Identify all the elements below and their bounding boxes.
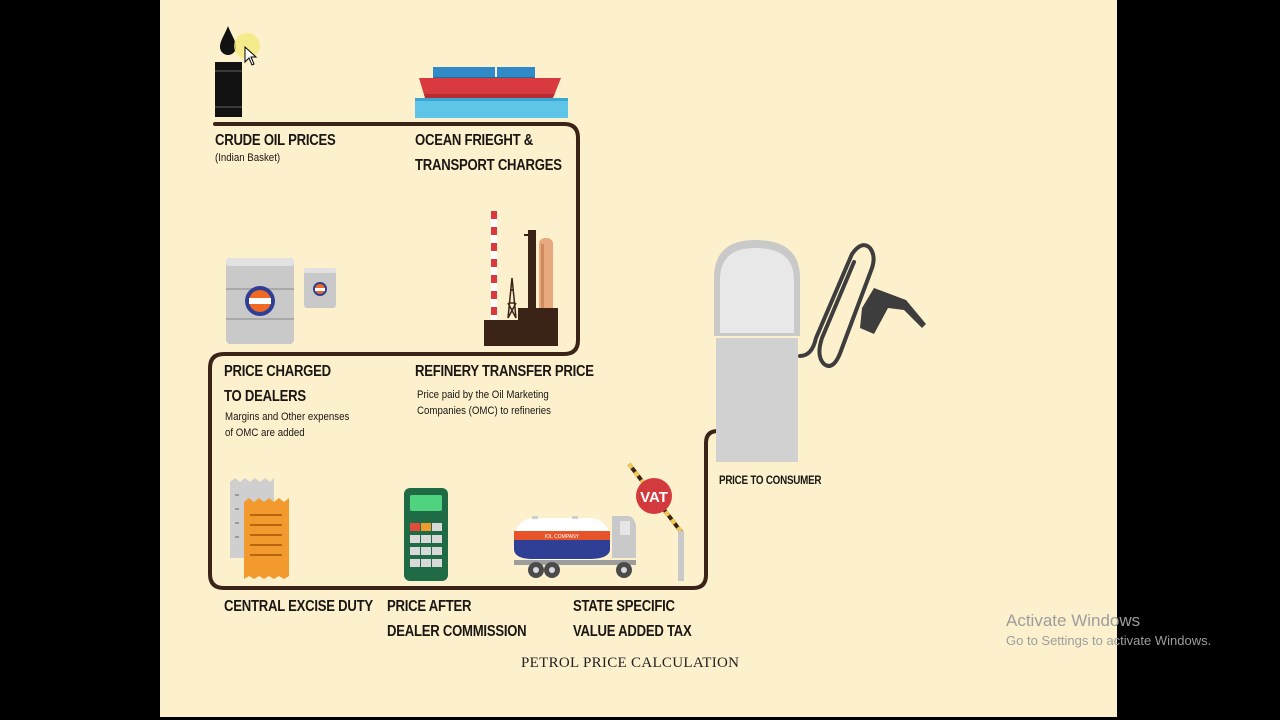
step-dealers-note-line2: of OMC are added (225, 427, 305, 439)
step-vat-title-line2: VALUE ADDED TAX (573, 623, 692, 640)
oil-drums-icon (226, 258, 336, 344)
flow-line (208, 122, 720, 590)
slide: IOL COMPANY VAT CRUDE OIL PRICES (Indian… (160, 0, 1117, 717)
tanker-truck-icon: IOL COMPANY (514, 516, 636, 578)
watermark-title: Activate Windows (1006, 611, 1141, 630)
step-refinery-note-line2: Companies (OMC) to refineries (417, 405, 551, 417)
cargo-ship-icon (415, 67, 568, 118)
oil-barrel-icon (215, 26, 242, 117)
step-dealer-commission-title-line1: PRICE AFTER (387, 598, 472, 615)
calculator-icon (404, 488, 448, 581)
watermark-subtitle: Go to Settings to activate Windows. (1006, 633, 1212, 648)
step-dealers-title-line1: PRICE CHARGED (224, 363, 331, 380)
step-vat-title-line1: STATE SPECIFIC (573, 598, 675, 615)
mouse-pointer-icon (244, 46, 258, 66)
activation-watermark: Activate Windows Go to Settings to activ… (1006, 611, 1211, 651)
step-dealers-title-line2: TO DEALERS (224, 388, 306, 405)
receipts-icon (230, 478, 289, 579)
step-ocean-freight-title-line2: TRANSPORT CHARGES (415, 157, 562, 174)
step-crude-oil-note: (Indian Basket) (215, 152, 281, 164)
step-crude-oil-title: CRUDE OIL PRICES (215, 132, 336, 149)
step-dealer-commission-title-line2: DEALER COMMISSION (387, 623, 527, 640)
step-dealers-note-line1: Margins and Other expenses (225, 411, 350, 423)
diagram-caption: PETROL PRICE CALCULATION (521, 655, 740, 671)
step-excise-title: CENTRAL EXCISE DUTY (224, 598, 373, 615)
step-consumer-title: PRICE TO CONSUMER (719, 473, 822, 487)
refinery-icon (484, 211, 558, 346)
step-ocean-freight-title-line1: OCEAN FRIEGHT & (415, 132, 534, 149)
vat-label: VAT (640, 489, 668, 506)
step-refinery-title: REFINERY TRANSFER PRICE (415, 363, 594, 380)
vat-barrier-icon: VAT (627, 462, 684, 581)
step-refinery-note-line1: Price paid by the Oil Marketing (417, 389, 549, 401)
tanker-company-label: IOL COMPANY (545, 534, 580, 540)
fuel-pump-icon (714, 240, 926, 462)
